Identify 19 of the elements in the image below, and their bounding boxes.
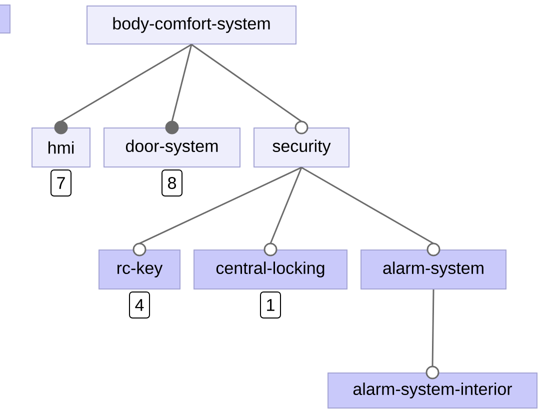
callout-number: 7 (50, 170, 72, 196)
connector (132, 166, 302, 256)
callout-number: 4 (129, 291, 150, 318)
connector (191, 44, 308, 134)
connector (264, 167, 302, 256)
callout-number: 8 (162, 170, 182, 196)
connector (301, 166, 440, 256)
feature-box: alarm-system-interior (328, 372, 538, 408)
feature-box: alarm-system (360, 250, 506, 290)
callout-number: 1 (260, 291, 281, 318)
feature-box: rc-key (98, 250, 180, 290)
feature-box: hmi (32, 128, 90, 168)
feature-box: door-system (104, 128, 240, 168)
connector (54, 44, 192, 134)
connector (426, 289, 440, 380)
feature-box: body-comfort-system (86, 6, 296, 44)
feature-box: security (254, 128, 350, 168)
feature-box: central-locking (194, 250, 348, 290)
connector (165, 44, 192, 134)
